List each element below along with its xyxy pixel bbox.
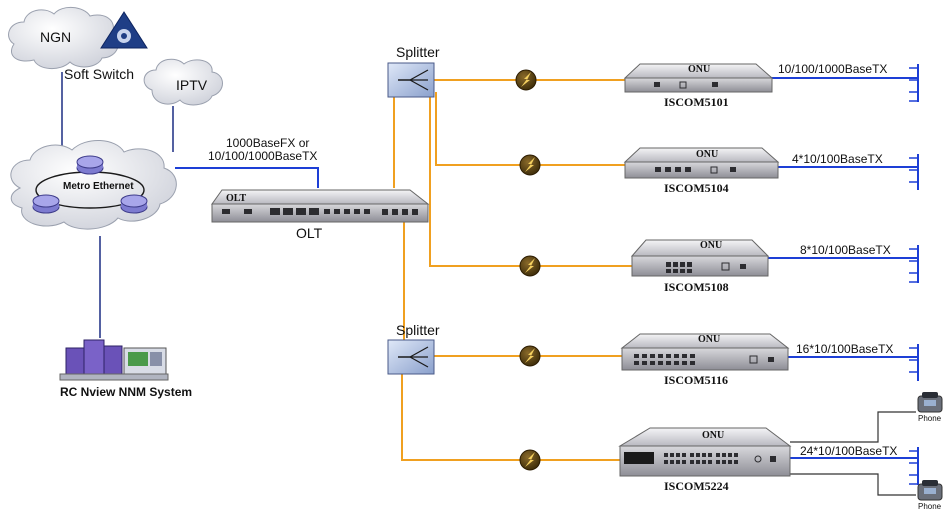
fiber-lines: [393, 79, 632, 461]
router-icon: [120, 194, 148, 214]
uplink-label-line2: 10/100/1000BaseTX: [208, 149, 318, 163]
drop-stubs: [909, 67, 918, 485]
uplink-lines: [61, 72, 174, 338]
onu-name-iscom5104: ISCOM5104: [664, 181, 729, 195]
link-label-iscom5116: 16*10/100BaseTX: [796, 342, 894, 356]
olt-label: OLT: [296, 225, 323, 241]
lightning-disc-icon: [519, 345, 541, 367]
lightning-disc-icon: [515, 69, 537, 91]
splitter-2-label: Splitter: [396, 322, 440, 338]
fiber-onu3: [429, 96, 632, 267]
soft-switch-icon: [100, 11, 148, 49]
splitter-2-icon: [387, 339, 435, 375]
ethernet-drops: [768, 64, 919, 485]
onu-name-iscom5116: ISCOM5116: [664, 373, 729, 387]
onu-plate: ONU: [702, 430, 725, 441]
fiber-onu5: [401, 374, 620, 461]
onu-name-iscom5101: ISCOM5101: [664, 95, 729, 109]
uplink-label-line1: 1000BaseFX or: [226, 136, 310, 150]
phone-label: Phone: [918, 502, 942, 511]
server-rack-icon: [59, 339, 169, 381]
router-icon: [76, 155, 104, 175]
splitter-1-label: Splitter: [396, 44, 440, 60]
fiber-onu2: [435, 92, 625, 166]
phone-icon: [917, 480, 943, 501]
nms-label: RC Nview NNM System: [60, 385, 193, 399]
metro-olt-link: [175, 167, 319, 188]
onu-iscom5116: [620, 333, 790, 371]
phone-icon: [917, 392, 943, 413]
link-label-iscom5108: 8*10/100BaseTX: [800, 243, 891, 257]
iptv-label: IPTV: [176, 77, 208, 93]
olt-device: [211, 189, 430, 223]
ngn-label: NGN: [40, 29, 72, 45]
link-label-iscom5101: 10/100/1000BaseTX: [778, 62, 888, 76]
router-icon: [32, 194, 60, 214]
link-label-iscom5104: 4*10/100BaseTX: [792, 152, 883, 166]
onu-iscom5108: [630, 239, 770, 277]
onu-iscom5101: [623, 63, 774, 93]
link-label-iscom5224: 24*10/100BaseTX: [800, 444, 898, 458]
onu-plate: ONU: [696, 149, 719, 160]
lightning-disc-icon: [519, 154, 541, 176]
onu-name-iscom5224: ISCOM5224: [664, 479, 729, 493]
iptv-cloud: [143, 58, 223, 106]
olt-plate: OLT: [226, 193, 247, 204]
onu-iscom5104: [623, 147, 780, 179]
lightning-disc-icon: [519, 449, 541, 471]
onu-name-iscom5108: ISCOM5108: [664, 280, 729, 294]
soft-switch-label: Soft Switch: [64, 66, 135, 82]
onu-iscom5224: [618, 427, 792, 477]
lightning-disc-icon: [519, 255, 541, 277]
splitter-1-icon: [387, 62, 435, 98]
phone-label: Phone: [918, 414, 942, 423]
onu-plate: ONU: [688, 64, 711, 75]
onu-plate: ONU: [700, 240, 723, 251]
metro-ethernet-label: Metro Ethernet: [63, 181, 134, 192]
onu-plate: ONU: [698, 334, 721, 345]
phone-lines: [790, 411, 916, 496]
